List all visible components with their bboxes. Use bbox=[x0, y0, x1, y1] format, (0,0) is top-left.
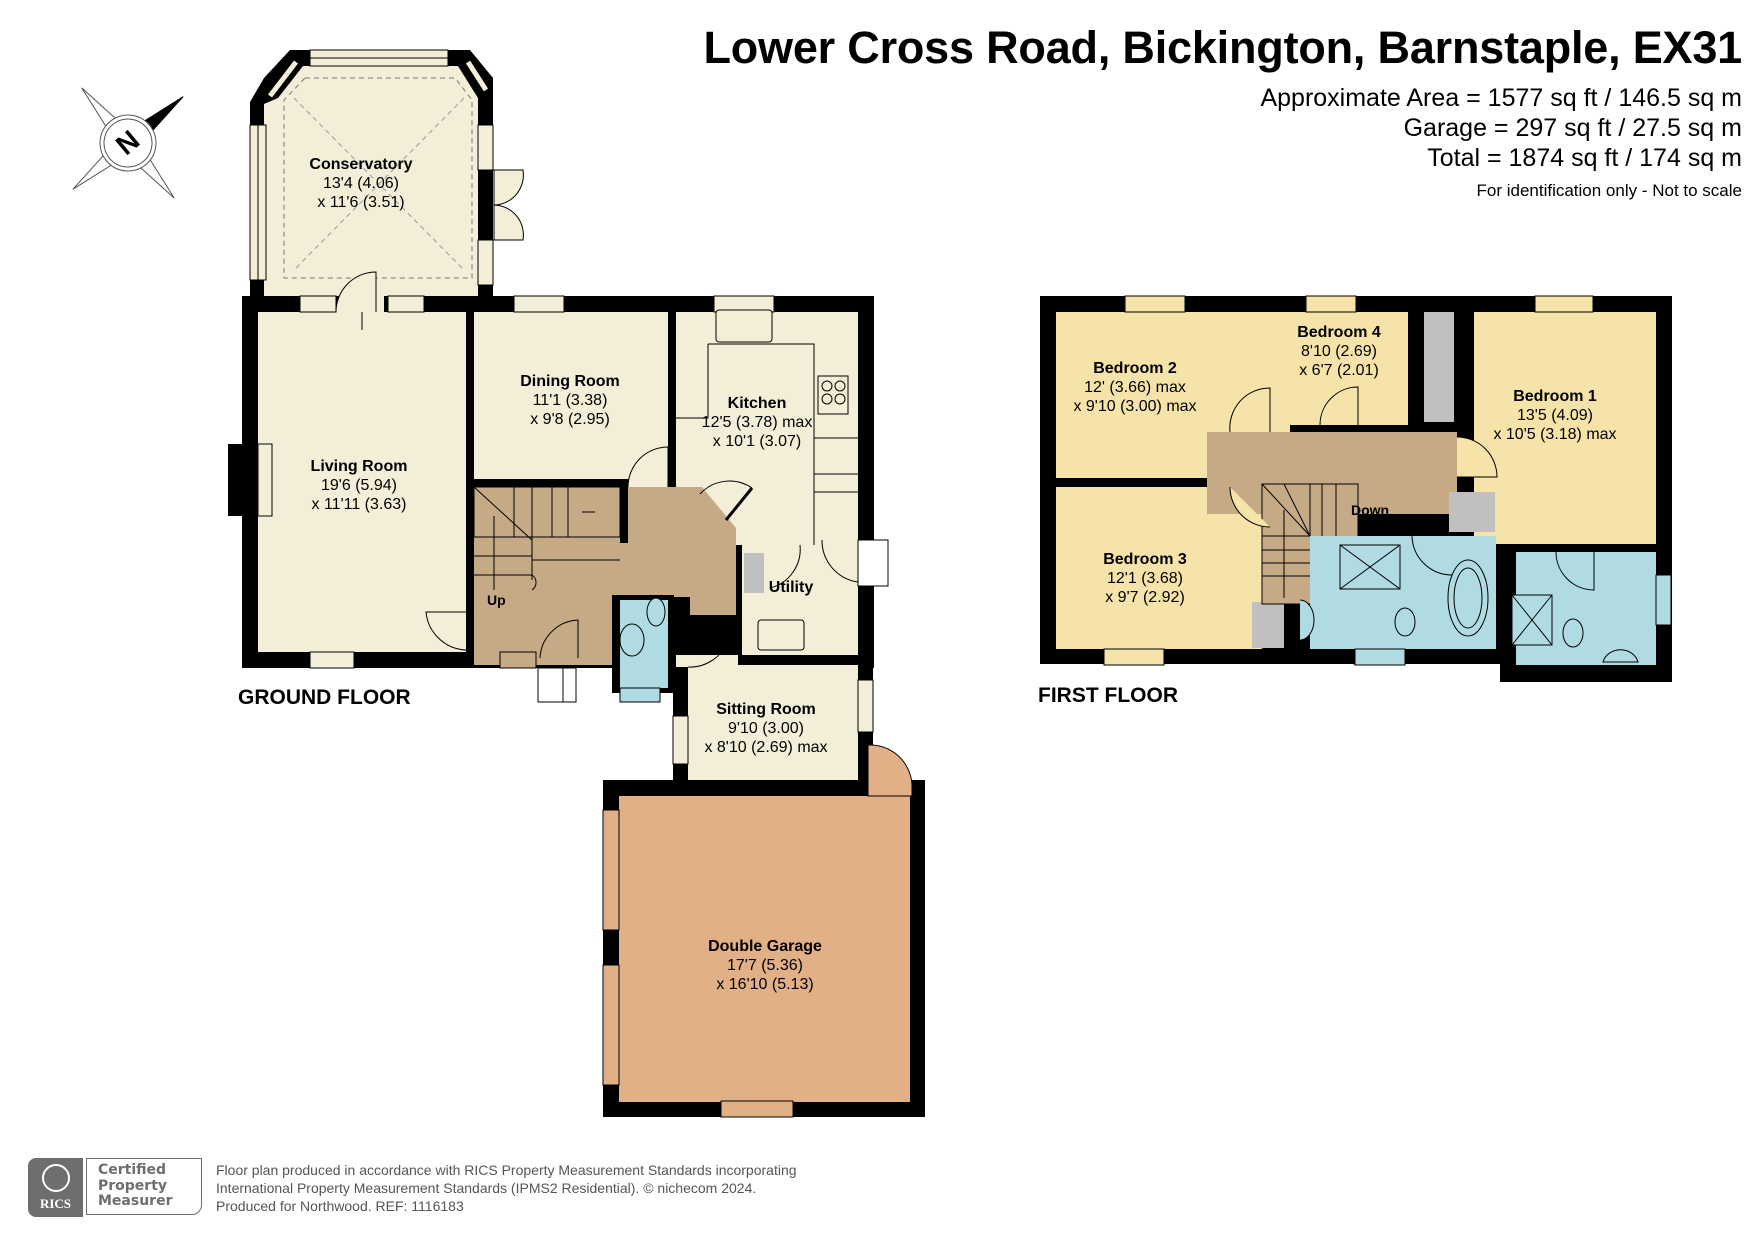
room-name: Dining Room bbox=[520, 373, 620, 390]
rics-org-label: RICS bbox=[39, 1196, 72, 1211]
first-floor-label: FIRST FLOOR bbox=[1038, 684, 1178, 707]
rics-certified-badge: RICS Certified Property Measurer bbox=[28, 1158, 204, 1217]
room-dim: 12' (3.66) max bbox=[1084, 379, 1186, 396]
stairs-up-label: Up bbox=[487, 592, 506, 608]
room-dim: x 11'11 (3.63) bbox=[311, 496, 407, 513]
room-dim: x 9'7 (2.92) bbox=[1105, 589, 1185, 606]
ground-floor-label: GROUND FLOOR bbox=[238, 686, 411, 709]
room-name: Conservatory bbox=[309, 156, 413, 173]
room-bedroom-2: Bedroom 2 12' (3.66) max x 9'10 (3.00) m… bbox=[1073, 359, 1196, 416]
room-utility: Utility bbox=[769, 578, 813, 597]
garage-area: Garage = 297 sq ft / 27.5 sq m bbox=[1403, 114, 1742, 142]
room-double-garage: Double Garage 17'7 (5.36) x 16'10 (5.13) bbox=[708, 937, 822, 994]
room-dim: 12'1 (3.68) bbox=[1106, 570, 1183, 587]
room-name: Utility bbox=[768, 579, 814, 596]
footer-line: Floor plan produced in accordance with R… bbox=[216, 1162, 797, 1178]
rics-lion-icon bbox=[42, 1164, 70, 1192]
room-dim: x 10'1 (3.07) bbox=[712, 433, 802, 450]
room-name: Double Garage bbox=[708, 938, 822, 955]
room-dim: 8'10 (2.69) bbox=[1300, 343, 1377, 360]
room-dim: 17'7 (5.36) bbox=[727, 957, 803, 974]
room-dim: x 10'5 (3.18) max bbox=[1493, 426, 1617, 443]
total-area: Total = 1874 sq ft / 174 sq m bbox=[1427, 144, 1742, 172]
room-name: Bedroom 3 bbox=[1103, 551, 1187, 568]
room-dining-room: Dining Room 11'1 (3.38) x 9'8 (2.95) bbox=[520, 372, 620, 429]
room-dim: 13'4 (4.06) bbox=[323, 175, 399, 192]
badge-line: Measurer bbox=[98, 1193, 173, 1209]
room-dim: x 9'8 (2.95) bbox=[530, 411, 610, 428]
room-dim: x 9'10 (3.00) max bbox=[1073, 398, 1197, 415]
room-dim: 19'6 (5.94) bbox=[320, 477, 397, 494]
room-living-room: Living Room 19'6 (5.94) x 11'11 (3.63) bbox=[311, 457, 408, 514]
room-name: Bedroom 4 bbox=[1297, 324, 1381, 341]
disclaimer: For identification only - Not to scale bbox=[1476, 181, 1742, 200]
footer-line: International Property Measurement Stand… bbox=[216, 1180, 757, 1196]
room-bedroom-4: Bedroom 4 8'10 (2.69) x 6'7 (2.01) bbox=[1297, 323, 1381, 380]
room-bedroom-1: Bedroom 1 13'5 (4.09) x 10'5 (3.18) max bbox=[1493, 387, 1616, 444]
room-name: Living Room bbox=[310, 458, 408, 475]
approximate-area: Approximate Area = 1577 sq ft / 146.5 sq… bbox=[1260, 84, 1742, 112]
rics-logo: RICS bbox=[28, 1158, 83, 1217]
stairs-down-label: Down bbox=[1351, 502, 1390, 518]
room-name: Kitchen bbox=[727, 395, 787, 412]
badge-line: Certified bbox=[98, 1162, 167, 1178]
room-bedroom-3: Bedroom 3 12'1 (3.68) x 9'7 (2.92) bbox=[1103, 550, 1187, 607]
room-dim: x 11'6 (3.51) bbox=[317, 194, 405, 211]
room-dim: 9'10 (3.00) bbox=[727, 720, 804, 737]
room-dim: 13'5 (4.09) bbox=[1516, 407, 1593, 424]
room-dim: 12'5 (3.78) max bbox=[701, 414, 813, 431]
room-kitchen: Kitchen 12'5 (3.78) max x 10'1 (3.07) bbox=[702, 394, 813, 451]
badge-line: Property bbox=[98, 1177, 168, 1194]
room-dim: x 8'10 (2.69) max bbox=[704, 739, 828, 756]
footer-notes: Floor plan produced in accordance with R… bbox=[216, 1161, 797, 1215]
property-address-title: Lower Cross Road, Bickington, Barnstaple… bbox=[703, 22, 1742, 73]
room-sitting-room: Sitting Room 9'10 (3.00) x 8'10 (2.69) m… bbox=[704, 700, 827, 757]
room-dim: 11'1 (3.38) bbox=[532, 392, 608, 409]
room-name: Sitting Room bbox=[716, 701, 816, 718]
footer-line: Produced for Northwood. REF: 1116183 bbox=[216, 1198, 464, 1214]
certified-property-measurer-label: Certified Property Measurer bbox=[86, 1158, 202, 1215]
room-conservatory: Conservatory 13'4 (4.06) x 11'6 (3.51) bbox=[309, 155, 412, 212]
compass-icon bbox=[72, 87, 184, 199]
room-name: Bedroom 1 bbox=[1513, 388, 1597, 405]
room-name: Bedroom 2 bbox=[1093, 360, 1177, 377]
room-dim: x 6'7 (2.01) bbox=[1299, 362, 1379, 379]
room-dim: x 16'10 (5.13) bbox=[716, 976, 814, 993]
